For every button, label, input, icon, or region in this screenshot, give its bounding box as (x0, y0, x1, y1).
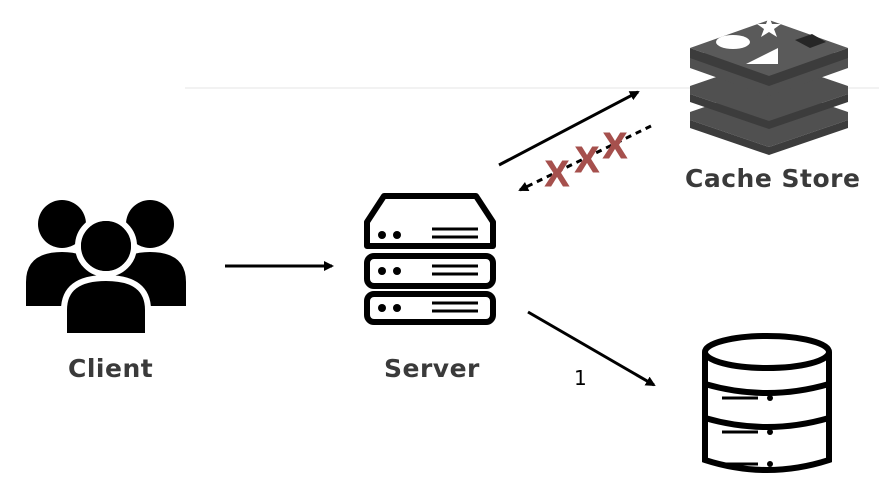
client-label: Client (68, 354, 154, 383)
server-to-database-step-label: 1 (574, 366, 588, 390)
users-icon (26, 200, 186, 339)
failure-x-mark-2: X (575, 139, 599, 180)
arrow-cache-to-server-dashed (518, 124, 652, 192)
server-icon (364, 193, 496, 325)
database-icon (702, 333, 832, 473)
failure-x-mark-3: X (603, 125, 627, 166)
arrow-server-to-cache (498, 90, 640, 167)
cache-store-label: Cache Store (685, 164, 861, 193)
cache-store-icon (690, 16, 848, 155)
failure-x-mark-1: X (545, 153, 569, 194)
server-label: Server (384, 354, 480, 383)
arrow-server-to-database (527, 310, 656, 387)
